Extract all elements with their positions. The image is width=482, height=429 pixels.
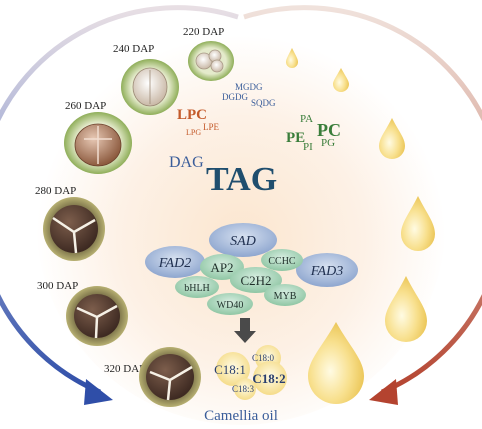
lipid-lpe: LPE [203, 122, 220, 132]
oil-drop-icon [401, 196, 435, 251]
lipid-pa: PA [300, 113, 313, 125]
gene-c2h2-node [230, 267, 282, 293]
fa-c183: C18:3 [232, 384, 255, 394]
seed-stages: 220 DAP 240 DAP 260 DAP 280 DAP 300 DAP … [35, 26, 234, 407]
stage-label: 280 DAP [35, 185, 76, 197]
lipid-pe: PE [286, 130, 305, 146]
oil-drop-icon [333, 68, 349, 92]
lipid-dgdg: DGDG [222, 92, 248, 102]
right-arrow-head-icon [369, 379, 398, 405]
fa-c180: C18:0 [252, 353, 275, 363]
lipid-mgdg: MGDG [235, 82, 263, 92]
gene-network: SAD FAD2 FAD3 AP2 CCHC C2H2 bHLH MYB WD4… [145, 223, 358, 315]
background-glow [36, 15, 446, 425]
lipid-lpg: LPG [186, 128, 201, 137]
right-arc-arrow [243, 5, 482, 395]
gene-cchc-label: CCHC [268, 256, 296, 267]
fa-c181: C18:1 [214, 362, 246, 377]
gene-fad3-node [296, 253, 358, 287]
gene-ap2-node [200, 254, 244, 280]
gene-bhlh-node [175, 276, 219, 298]
product-label: Camellia oil [204, 408, 278, 424]
gene-c2h2-label: C2H2 [240, 273, 271, 288]
lipid-classes: LPC LPE LPG MGDG DGDG SQDG PA PE PC PI P… [169, 82, 341, 198]
fa-c182: C18:2 [252, 371, 285, 386]
down-arrow-icon [234, 318, 256, 343]
oil-drop-icon [308, 322, 364, 404]
lipid-pc: PC [317, 120, 341, 140]
lipid-dag: DAG [169, 154, 204, 171]
stage-label: 240 DAP [113, 43, 154, 55]
lipid-pg: PG [321, 137, 335, 149]
left-arc-arrow [0, 5, 239, 395]
gene-sad-label: SAD [230, 234, 256, 249]
lipid-pi: PI [303, 141, 313, 153]
stage-label: 300 DAP [37, 280, 78, 292]
left-arrow-head-icon [84, 379, 113, 405]
gene-fad2-node [145, 246, 205, 278]
gene-sad-node [209, 223, 277, 257]
gene-fad2-label: FAD2 [158, 256, 191, 271]
stage-label: 220 DAP [183, 26, 224, 38]
oil-drop-icon [379, 118, 405, 159]
lipid-lpc: LPC [177, 107, 207, 123]
gene-myb-node [264, 284, 306, 306]
gene-wd40-label: WD40 [217, 300, 244, 311]
lipid-sqdg: SQDG [251, 98, 276, 108]
gene-ap2-label: AP2 [210, 260, 233, 275]
gene-cchc-node [261, 249, 303, 271]
gene-bhlh-label: bHLH [184, 283, 210, 294]
oil-drop-icon [385, 276, 427, 342]
gene-wd40-node [207, 293, 253, 315]
stage-label: 260 DAP [65, 100, 106, 112]
lipid-tag: TAG [206, 161, 277, 198]
fatty-acids: C18:0 C18:1 C18:2 C18:3 [214, 345, 287, 400]
gene-myb-label: MYB [274, 291, 297, 302]
oil-drop-icon [286, 48, 298, 68]
oil-drops [286, 48, 435, 404]
gene-fad3-label: FAD3 [310, 264, 343, 279]
stage-label: 320 DAP [104, 363, 145, 375]
